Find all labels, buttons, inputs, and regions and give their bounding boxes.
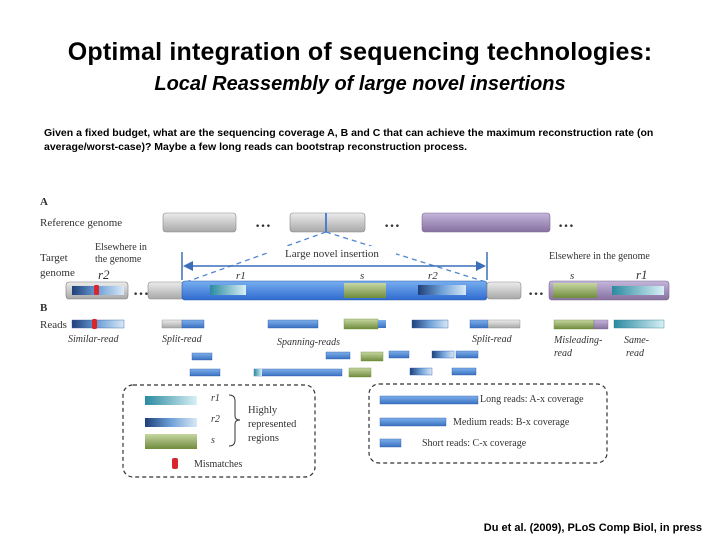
spanning-read-s bbox=[343, 318, 379, 330]
misleading-read-flank bbox=[593, 319, 609, 330]
split-read-left-flank bbox=[161, 319, 183, 329]
mismatch-marker bbox=[94, 285, 99, 295]
short-read bbox=[431, 350, 455, 359]
region-r1-elsewhere bbox=[612, 286, 664, 295]
legend-r1-label: r1 bbox=[211, 393, 220, 404]
short-read bbox=[451, 367, 477, 376]
region-s-elsewhere bbox=[553, 283, 597, 298]
target-genome-label-1: Target bbox=[40, 252, 68, 264]
legend-r1-swatch bbox=[145, 396, 197, 405]
target-flank-right bbox=[486, 281, 522, 300]
label-r2-insertion: r2 bbox=[428, 270, 438, 282]
same-read-label-1: Same- bbox=[624, 335, 649, 346]
legend-medium-reads: Medium reads: B-x coverage bbox=[453, 417, 570, 428]
reads-label: Reads bbox=[40, 319, 67, 331]
short-read bbox=[455, 350, 479, 359]
target-flank-left bbox=[147, 281, 185, 300]
split-read-right-label: Split-read bbox=[472, 334, 513, 345]
spanning-read bbox=[267, 319, 319, 329]
slide-subtitle: Local Reassembly of large novel insertio… bbox=[154, 73, 566, 95]
similar-read-mismatch bbox=[92, 319, 97, 329]
label-s-insertion: s bbox=[360, 270, 364, 282]
citation: Du et al. (2009), PLoS Comp Biol, in pre… bbox=[483, 522, 702, 534]
ellipsis-1: … bbox=[255, 214, 271, 231]
misleading-read-label-1: Misleading- bbox=[553, 335, 602, 346]
region-s-insertion bbox=[344, 283, 386, 298]
ellipsis-2: … bbox=[384, 214, 400, 231]
spanning-reads-label: Spanning-reads bbox=[277, 337, 340, 348]
ellipsis-3: … bbox=[558, 214, 574, 231]
legend-brace bbox=[228, 394, 241, 447]
short-read bbox=[388, 350, 410, 359]
legend-medium-read-swatch bbox=[379, 417, 447, 427]
misleading-read-s bbox=[553, 319, 595, 330]
panel-b-label: B bbox=[40, 302, 48, 314]
short-read-s bbox=[360, 351, 384, 362]
dashed-line-left bbox=[185, 231, 327, 283]
elsewhere-left-1: Elsewhere in bbox=[95, 242, 147, 253]
spanning-read bbox=[411, 319, 449, 329]
legend-highly-1: Highly bbox=[248, 405, 278, 416]
research-question: Given a fixed budget, what are the seque… bbox=[44, 127, 654, 153]
legend-long-read-swatch bbox=[379, 395, 479, 405]
large-novel-insertion-label: Large novel insertion bbox=[285, 248, 379, 260]
legend-reads-box bbox=[368, 383, 608, 464]
legend-s-swatch bbox=[145, 434, 197, 449]
region-r1-insertion bbox=[210, 285, 246, 295]
insertion-arrowhead-right bbox=[476, 261, 486, 271]
misleading-read-label-2: read bbox=[554, 348, 573, 359]
medium-read bbox=[189, 368, 221, 377]
split-read-left-label: Split-read bbox=[162, 334, 203, 345]
legend-r2-swatch bbox=[145, 418, 197, 427]
split-read-right-insert bbox=[469, 319, 489, 329]
legend-highly-2: represented bbox=[248, 419, 297, 430]
spanning-read-s-tail bbox=[378, 320, 386, 328]
split-read-right-flank bbox=[487, 319, 521, 329]
legend-highly-3: regions bbox=[248, 433, 279, 444]
target-genome-label-2: genome bbox=[40, 267, 75, 279]
similar-read bbox=[71, 319, 125, 329]
short-read bbox=[325, 351, 351, 360]
reference-segment-middle bbox=[289, 212, 366, 233]
legend-mismatch-swatch bbox=[172, 458, 178, 469]
ellipsis-4: … bbox=[133, 282, 149, 299]
short-read bbox=[191, 352, 213, 361]
dashed-line-right bbox=[325, 231, 487, 283]
legend-short-reads: Short reads: C-x coverage bbox=[422, 438, 527, 449]
label-r1-insertion: r1 bbox=[236, 270, 246, 282]
short-read-s bbox=[348, 367, 372, 378]
legend-r2-label: r2 bbox=[211, 414, 220, 425]
legend-mismatches-label: Mismatches bbox=[194, 459, 242, 470]
legend-long-reads: Long reads: A-x coverage bbox=[480, 394, 584, 405]
split-read-left-insert bbox=[181, 319, 205, 329]
label-s-right: s bbox=[570, 270, 574, 282]
panel-a-label: A bbox=[40, 196, 48, 208]
ellipsis-5: … bbox=[528, 282, 544, 299]
legend-s-label: s bbox=[211, 435, 215, 446]
same-read bbox=[613, 319, 665, 329]
label-r2-left: r2 bbox=[98, 267, 110, 282]
insertion-arrowhead-left bbox=[183, 261, 193, 271]
reference-segment-right bbox=[421, 212, 551, 233]
similar-read-label: Similar-read bbox=[68, 334, 120, 345]
region-r2-insertion bbox=[418, 285, 466, 295]
slide-title: Optimal integration of sequencing techno… bbox=[67, 38, 653, 66]
long-read-r1-part bbox=[254, 369, 262, 376]
long-read bbox=[253, 368, 343, 377]
reference-genome-label: Reference genome bbox=[40, 217, 122, 229]
short-read bbox=[409, 367, 433, 376]
legend-short-read-swatch bbox=[379, 438, 402, 448]
elsewhere-right: Elsewhere in the genome bbox=[549, 251, 650, 262]
legend-regions-box bbox=[122, 384, 316, 478]
same-read-label-2: read bbox=[626, 348, 645, 359]
elsewhere-left-2: the genome bbox=[95, 254, 142, 265]
label-r1-right: r1 bbox=[636, 267, 648, 282]
reference-segment-left bbox=[162, 212, 237, 233]
